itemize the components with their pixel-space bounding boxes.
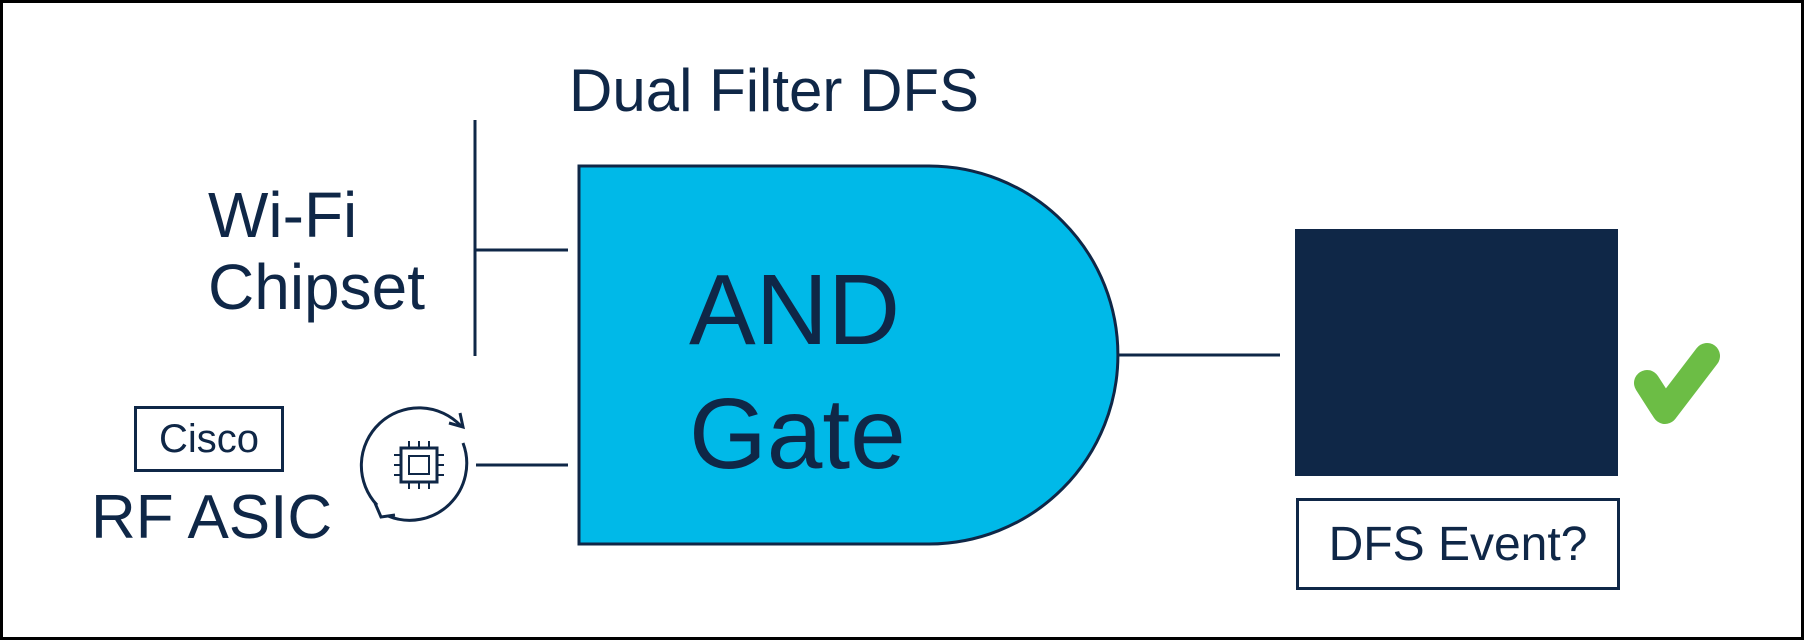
cisco-label-box: Cisco bbox=[134, 406, 284, 472]
diagram-canvas bbox=[359, 120, 1720, 546]
and-gate-shape bbox=[577, 164, 1120, 546]
gate-label: AND Gate bbox=[689, 248, 906, 496]
diagram-title: Dual Filter DFS bbox=[569, 57, 980, 124]
cisco-label: Cisco bbox=[158, 416, 260, 461]
chip-icon bbox=[394, 441, 444, 489]
checkmark-icon bbox=[1634, 343, 1720, 424]
dfs-event-label: DFS Event? bbox=[1328, 517, 1588, 571]
gate-label-line2: Gate bbox=[689, 378, 906, 490]
rf-asic-label: RF ASIC bbox=[91, 483, 333, 552]
chip-refresh-icon bbox=[359, 406, 469, 522]
output-screen bbox=[1295, 229, 1618, 476]
dfs-event-box: DFS Event? bbox=[1296, 498, 1620, 590]
wifi-chipset-label: Wi-Fi Chipset bbox=[208, 179, 425, 324]
gate-label-line1: AND bbox=[689, 254, 901, 366]
